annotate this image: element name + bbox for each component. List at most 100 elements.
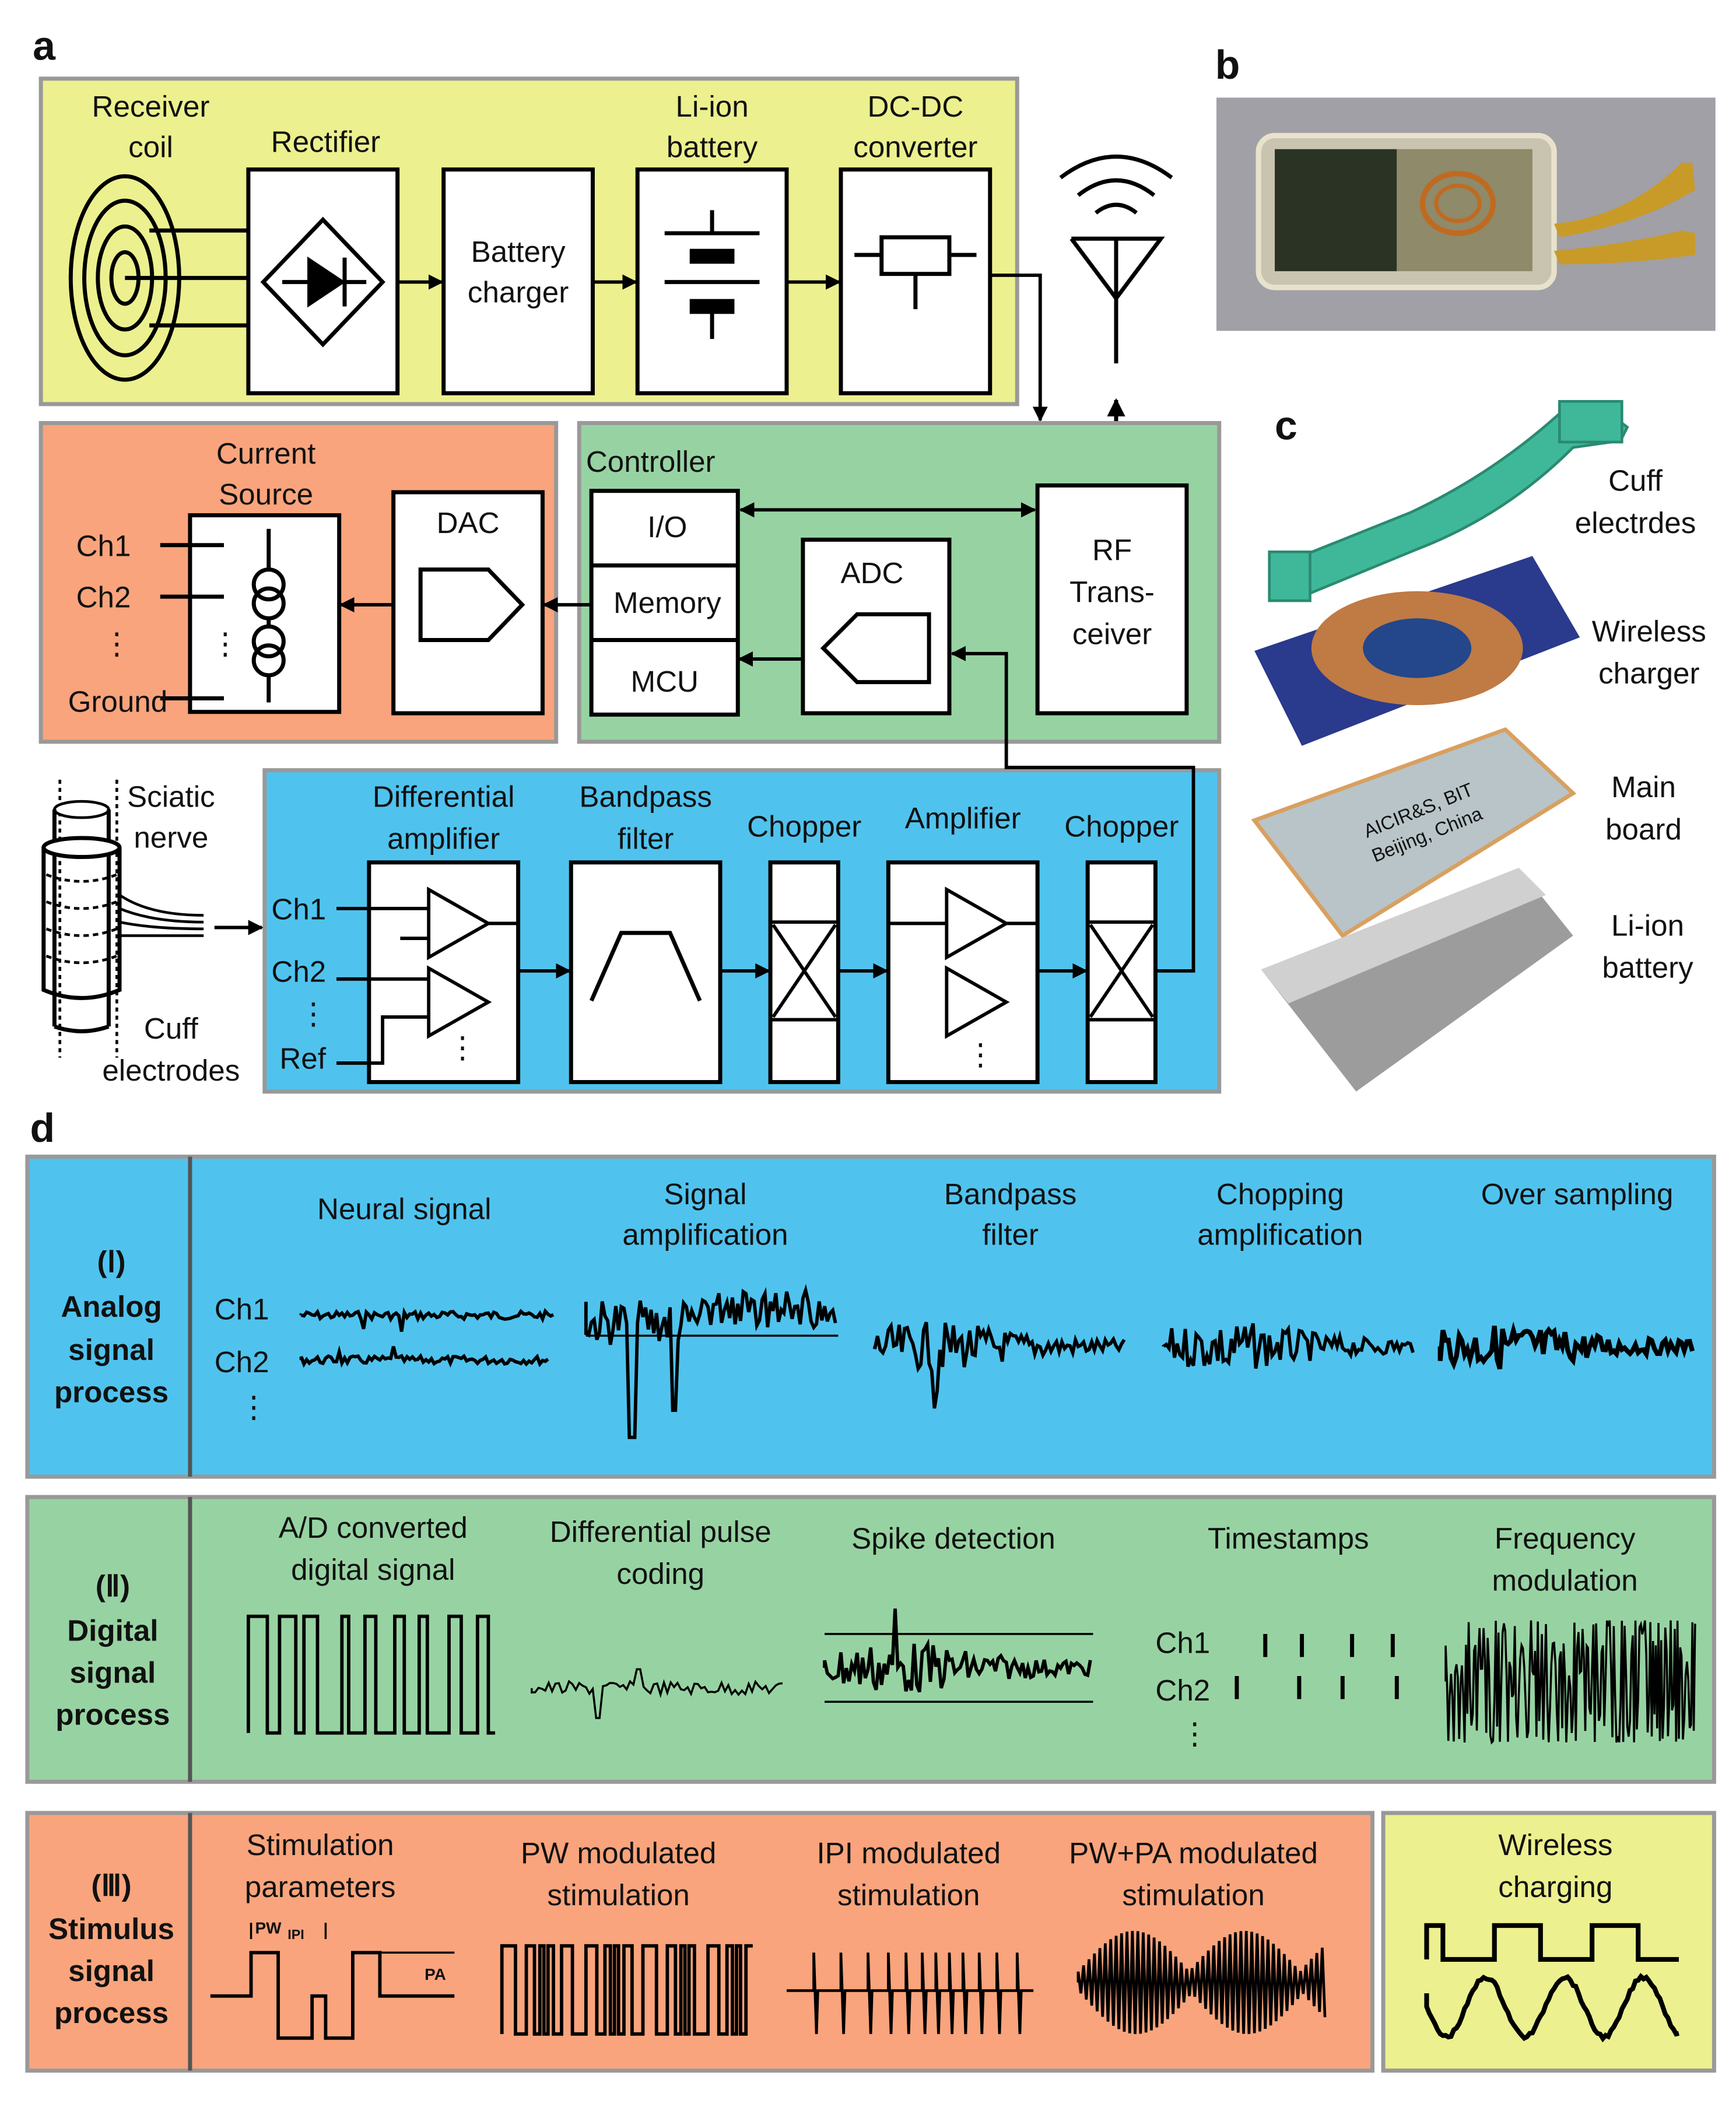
- timestamps-ch2-ticks: [1235, 1675, 1399, 1699]
- row2-waveforms: [246, 1608, 1696, 1745]
- rec-dots-label: ⋮: [299, 997, 328, 1030]
- row2-item2-title-1: Differential pulse: [550, 1515, 771, 1548]
- rec-ch1-label: Ch1: [271, 892, 326, 925]
- row3-waveforms: [210, 1923, 1327, 2040]
- row3-label-1: (Ⅲ): [91, 1869, 131, 1902]
- c-battery-label-2: battery: [1602, 951, 1693, 984]
- amplifier-symbol-icon: [888, 886, 1038, 1039]
- neural-ch1-trace: [299, 1307, 555, 1332]
- row2-item3-title: Spike detection: [851, 1521, 1055, 1555]
- row1-item2-title-2: amplification: [622, 1218, 788, 1251]
- memory-label: Memory: [613, 586, 721, 619]
- wireless-title-1: Wireless: [1498, 1828, 1612, 1861]
- oversampling-trace: [1437, 1321, 1695, 1370]
- cuff-label-1: Cuff: [144, 1012, 199, 1045]
- row3-item1-title-1: Stimulation: [247, 1828, 394, 1861]
- battery-charger-box: [441, 167, 595, 395]
- row2-item2-title-2: coding: [616, 1557, 704, 1590]
- wireless-square-trace: [1424, 1923, 1679, 1962]
- row3-item1-title-2: parameters: [245, 1870, 396, 1903]
- row2-item4-title: Timestamps: [1208, 1521, 1369, 1555]
- c-main-label-2: board: [1605, 812, 1682, 846]
- current-source-box: [188, 513, 342, 714]
- bandpass-label-2: filter: [618, 822, 674, 856]
- chopper1-symbol-icon: [770, 920, 839, 1022]
- adc-symbol-icon: [820, 612, 931, 685]
- panel-b-letter: b: [1215, 42, 1240, 87]
- row1-label-2: Analog: [61, 1290, 162, 1323]
- ipi-modulated-trace: [786, 1952, 1034, 2034]
- wireless-title-2: charging: [1498, 1870, 1612, 1903]
- amp-dots-label: ⋮: [966, 1037, 995, 1071]
- row3-item3-title-2: stimulation: [837, 1878, 980, 1912]
- row1-label-1: (Ⅰ): [97, 1245, 125, 1278]
- row1-waveforms: [299, 1284, 1695, 1439]
- sciatic-label-2: nerve: [134, 821, 208, 854]
- battery-charger-label-2: charger: [468, 276, 569, 309]
- panel-c-letter: c: [1275, 402, 1297, 448]
- row2-label-4: process: [55, 1698, 170, 1731]
- exploded-device-image: AICIR&S, BIT Beijing, China: [1251, 399, 1629, 1092]
- adc-label: ADC: [840, 556, 903, 590]
- bandpass-trace: [873, 1321, 1126, 1409]
- row1-item3-title-2: filter: [982, 1218, 1039, 1251]
- stim-dots-label: ⋮: [102, 627, 132, 660]
- frequency-modulation-trace: [1444, 1620, 1696, 1745]
- rec-ch2-label: Ch2: [271, 955, 326, 988]
- nerve-cuff-icon: [41, 779, 204, 1058]
- stim-ch1-label: Ch1: [76, 529, 131, 562]
- amplification-trace: [584, 1284, 837, 1439]
- dcdc-label-1: DC-DC: [867, 90, 963, 123]
- row1-dots-label: ⋮: [239, 1390, 269, 1424]
- row3-pw-label: PW: [255, 1919, 282, 1937]
- battery-symbol-icon: [664, 210, 760, 339]
- row2-label-1: (Ⅱ): [96, 1569, 130, 1603]
- row1-item5-title: Over sampling: [1481, 1177, 1674, 1211]
- bandpass-box: [569, 860, 723, 1085]
- row2-item5-title-1: Frequency: [1495, 1521, 1636, 1555]
- controller-title: Controller: [586, 445, 716, 478]
- c-wireless-label-1: Wireless: [1592, 615, 1706, 648]
- chopper2-symbol-icon: [1088, 920, 1156, 1022]
- row2-dots-label: ⋮: [1180, 1717, 1209, 1750]
- wireless-sine-trace: [1424, 1973, 1679, 2043]
- row3-item4-title-2: stimulation: [1122, 1878, 1264, 1912]
- mcu-label: MCU: [630, 665, 698, 698]
- diff-amp-symbol-icon: [336, 886, 518, 1065]
- row3-item4-title-1: PW+PA modulated: [1069, 1836, 1318, 1870]
- dcdc-label-2: converter: [853, 131, 977, 164]
- neural-ch2-trace: [299, 1345, 549, 1368]
- chopper2-label: Chopper: [1064, 810, 1179, 843]
- receiver-coil-label-1: Receiver: [92, 90, 210, 123]
- diff-amp-label-1: Differential: [373, 780, 515, 813]
- bandpass-symbol-icon: [589, 931, 702, 1002]
- stimulation-parameter-markers: [250, 1923, 455, 1954]
- row2-label-2: Digital: [67, 1614, 158, 1647]
- current-source-icon: [160, 528, 286, 703]
- rf-transceiver-box: [1035, 483, 1189, 716]
- row3-item2-title-2: stimulation: [547, 1878, 689, 1912]
- rec-ref-label: Ref: [279, 1042, 326, 1075]
- row2-ch1-label: Ch1: [1155, 1626, 1210, 1659]
- row2-item1-title-2: digital signal: [291, 1553, 455, 1586]
- sciatic-label-1: Sciatic: [127, 780, 215, 813]
- c-cuff-label-2: electrdes: [1575, 506, 1696, 539]
- row1-region: [25, 1154, 1716, 1479]
- row1-ch2-label: Ch2: [215, 1345, 269, 1379]
- li-ion-label-1: Li-ion: [676, 90, 749, 123]
- antenna-icon: [1059, 155, 1173, 488]
- c-main-label-1: Main: [1611, 770, 1676, 804]
- c-battery-label-1: Li-ion: [1611, 909, 1684, 942]
- wireless-waveforms: [1424, 1923, 1679, 2043]
- stim-ground-label: Ground: [68, 685, 168, 718]
- mcu-stack-box: [589, 489, 740, 717]
- record-arrows: [518, 646, 1195, 979]
- c-wireless-label-2: charger: [1598, 657, 1699, 690]
- rf-label-3: ceiver: [1072, 617, 1152, 650]
- row3-item3-title-1: IPI modulated: [816, 1836, 1001, 1870]
- row2-ch2-label: Ch2: [1155, 1674, 1210, 1707]
- pw-pa-modulated-trace: [1076, 1931, 1327, 2034]
- dac-symbol-icon: [418, 567, 525, 642]
- row1-label-4: process: [54, 1375, 169, 1408]
- li-ion-battery-box: [635, 167, 789, 395]
